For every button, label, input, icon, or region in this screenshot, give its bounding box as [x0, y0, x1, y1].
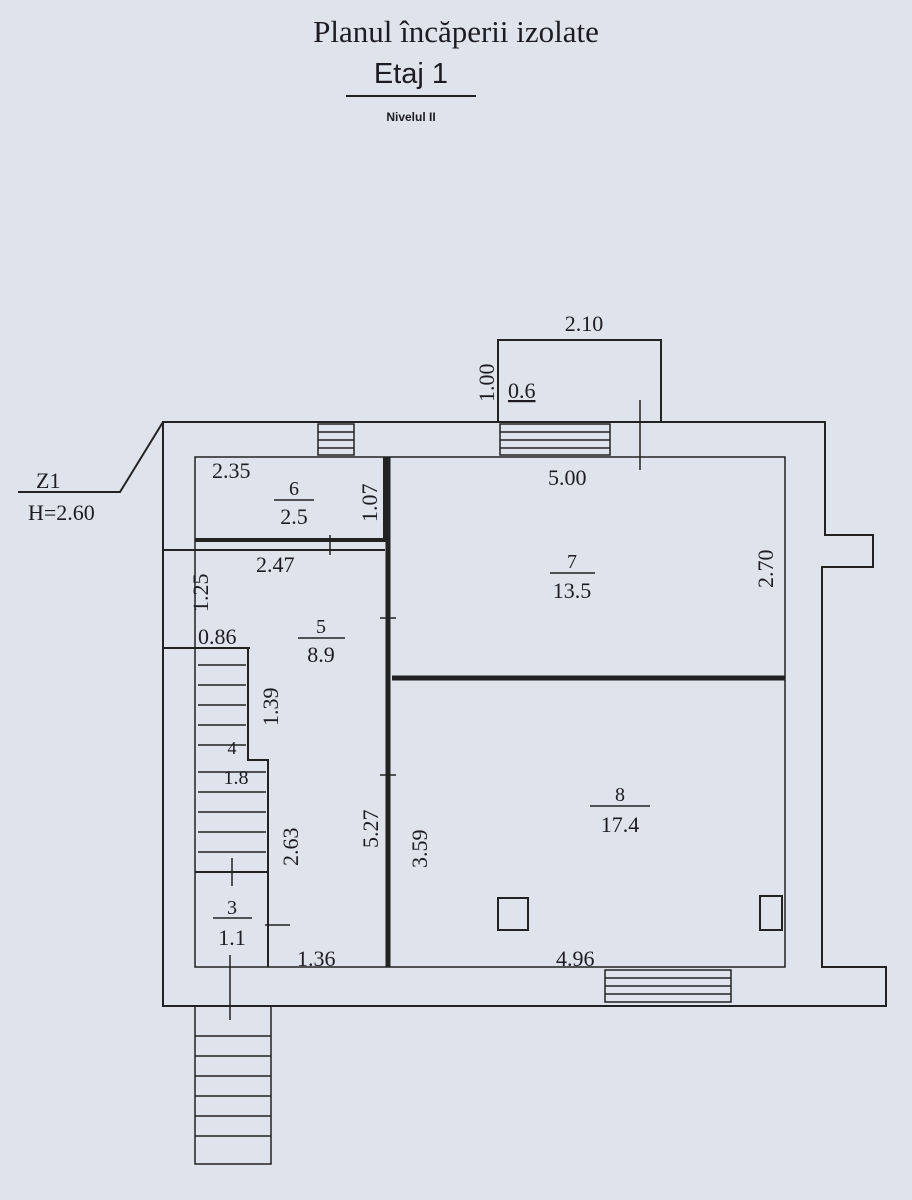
room-6-number: 6 — [289, 478, 299, 500]
room-8-number: 8 — [615, 784, 625, 806]
dim-stair-upper: 1.39 — [258, 688, 283, 727]
room-3-area: 1.1 — [218, 925, 246, 950]
partition-stair — [195, 647, 269, 873]
inner-wall-outline — [194, 456, 786, 968]
dim-stair-width: 0.86 — [198, 624, 237, 649]
level-label: Nivelul II — [386, 110, 436, 124]
dim-room6-depth: 1.07 — [357, 484, 382, 523]
room-7-number: 7 — [567, 551, 577, 573]
room-4-number: 4 — [228, 738, 237, 758]
dim-room7-depth: 2.70 — [753, 550, 778, 589]
partition-room3 — [195, 871, 269, 967]
balcony-outline — [497, 339, 662, 423]
room-5-area: 8.9 — [307, 642, 335, 667]
room-6-area: 2.5 — [280, 504, 308, 529]
vent-shaft — [497, 897, 529, 931]
plan-title: Planul încăperii izolate — [313, 14, 599, 49]
dim-room3-width: 1.36 — [297, 946, 336, 971]
dim-room8-depth: 3.59 — [407, 830, 432, 869]
balcony-width: 2.10 — [565, 311, 604, 336]
balcony-area: 0.6 — [508, 378, 536, 403]
room-4-area: 1.8 — [224, 767, 249, 789]
outer-wall — [162, 421, 887, 1007]
internal-stairs — [198, 664, 266, 853]
marker-code: Z1 — [36, 468, 60, 493]
vent-shaft-right — [759, 895, 783, 931]
dim-corridor-length: 5.27 — [358, 810, 383, 849]
room-8-area: 17.4 — [601, 812, 640, 837]
dim-room8-width: 4.96 — [556, 946, 595, 971]
window-balcony — [499, 423, 611, 456]
balcony-depth: 1.00 — [474, 364, 499, 403]
window-bottom — [604, 969, 732, 1003]
dim-corridor-width: 2.47 — [256, 552, 295, 577]
floor-label: Etaj 1 — [346, 58, 476, 97]
window-top-left — [317, 423, 355, 456]
marker-height: H=2.60 — [28, 500, 95, 525]
room-7-area: 13.5 — [553, 578, 592, 603]
partition-room6 — [195, 457, 387, 542]
room-5-number: 5 — [316, 616, 326, 638]
room-3-number: 3 — [227, 897, 237, 919]
door-marks — [229, 400, 641, 1020]
dim-stair-lower: 2.63 — [278, 828, 303, 867]
dim-corridor-gap: 1.25 — [188, 574, 213, 613]
marker-leader — [18, 421, 164, 493]
external-stairs — [194, 1005, 272, 1165]
dim-room6-width: 2.35 — [212, 458, 251, 483]
dim-room7-width: 5.00 — [548, 465, 587, 490]
